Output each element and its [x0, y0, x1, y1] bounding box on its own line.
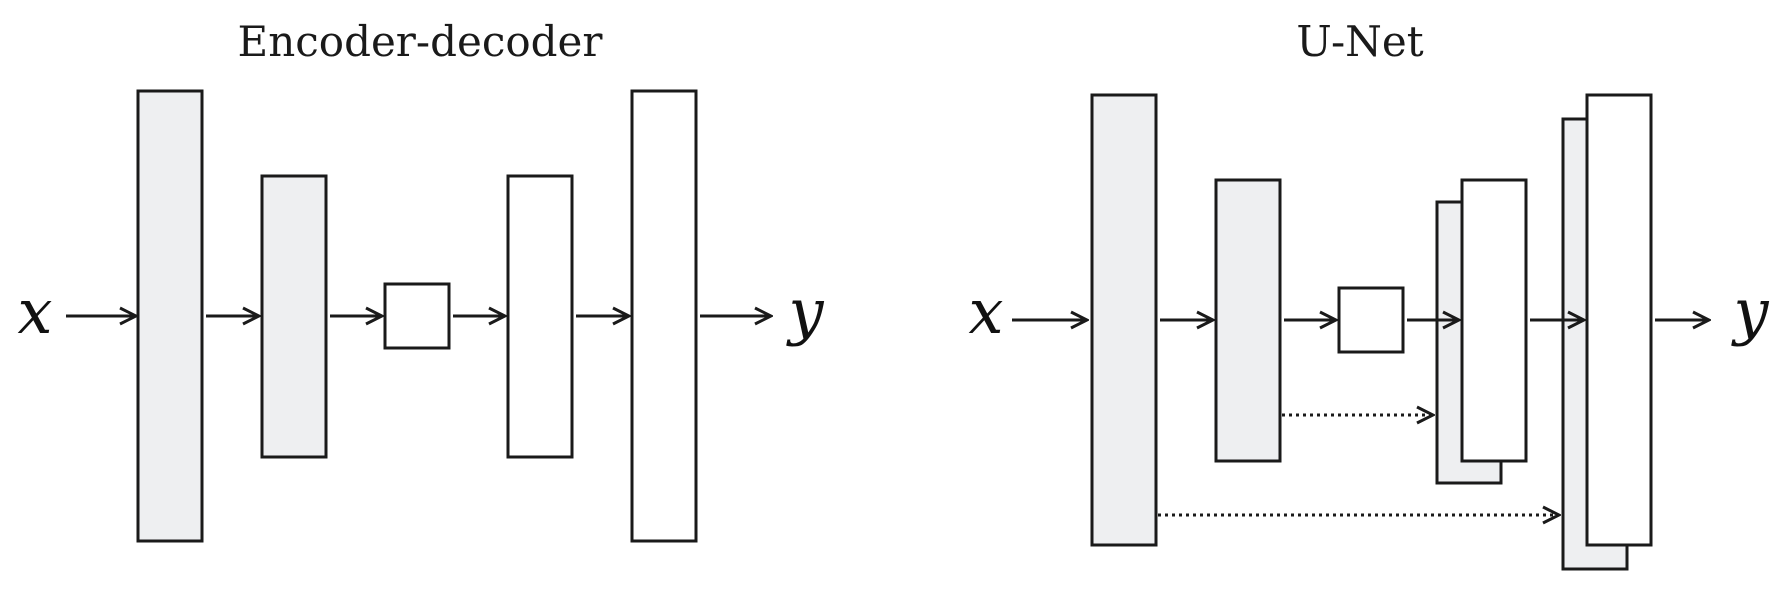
decoder-layer-2 [630, 89, 698, 543]
output-y-label: y [1730, 275, 1769, 348]
bottleneck-layer [1337, 286, 1405, 354]
encoder-layer-2 [1214, 178, 1282, 463]
decoder-layer-1 [1460, 178, 1528, 463]
input-x-label: x [18, 275, 53, 348]
input-x-label: x [969, 275, 1004, 348]
encoder-layer-1 [1090, 93, 1158, 547]
encoder-decoder-diagram: Encoder-decoder x y [18, 17, 824, 543]
unet-diagram: U-Net x y [969, 17, 1769, 571]
output-y-label: y [785, 275, 824, 348]
decoder-layer-2 [1585, 93, 1653, 547]
unet-title: U-Net [1296, 17, 1423, 66]
bottleneck-layer [383, 282, 451, 350]
encoder-decoder-title: Encoder-decoder [238, 17, 604, 66]
decoder-layer-1 [506, 174, 574, 459]
encoder-layer-2 [260, 174, 328, 459]
encoder-layer-1 [136, 89, 204, 543]
